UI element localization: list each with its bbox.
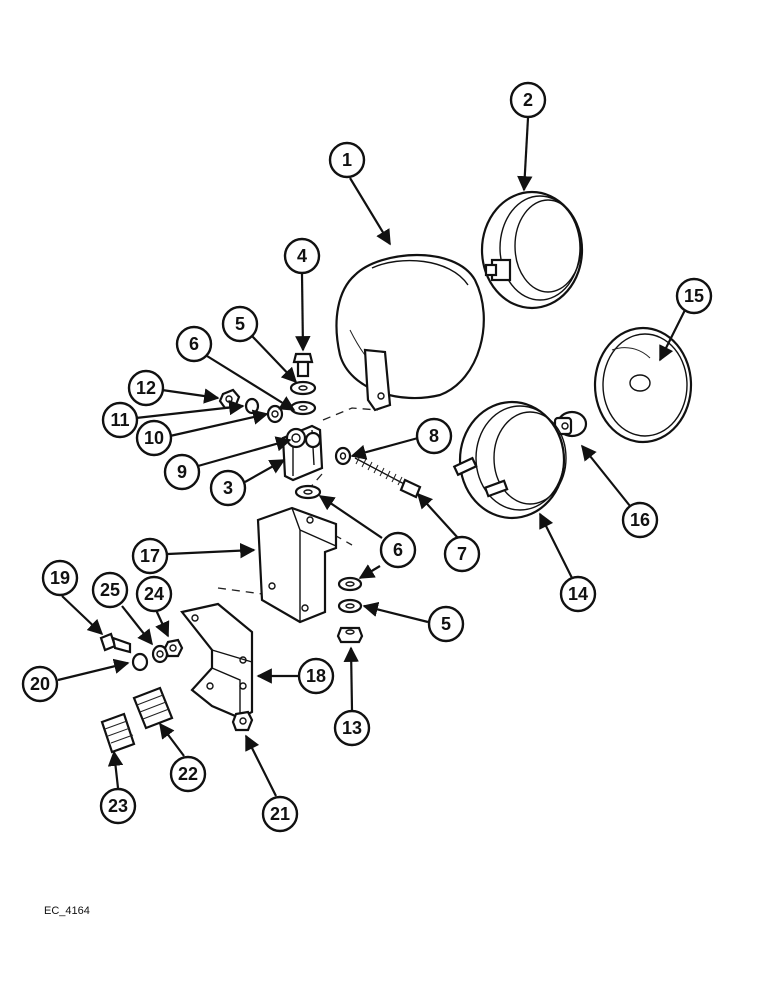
callout-17: 17 [131,537,169,575]
svg-text:17: 17 [140,546,160,566]
part-13-nut [336,626,364,644]
svg-text:5: 5 [235,314,245,334]
part-14-reflector [452,400,567,520]
callout-1: 1 [328,141,366,179]
callout-13: 13 [333,709,371,747]
svg-text:4: 4 [297,246,307,266]
part-21-nut [231,710,254,732]
callout-11: 11 [101,401,139,439]
callout-8: 8 [415,417,453,455]
part-11-lock-washer [244,397,260,415]
svg-text:1: 1 [342,150,352,170]
callout-6-lower: 6 [379,531,417,569]
callout-16: 16 [621,501,659,539]
callout-23: 23 [99,787,137,825]
svg-text:25: 25 [100,580,120,600]
part-2-lamp-rear-cover [480,190,584,310]
svg-text:13: 13 [342,718,362,738]
leader-lines [57,117,686,797]
callout-19: 19 [41,559,79,597]
callout-6-upper: 6 [175,325,213,363]
part-6-washer-upper [289,400,317,416]
callout-21: 21 [261,795,299,833]
callout-15: 15 [675,277,713,315]
part-20-washer [131,652,149,672]
part-19-screw [99,632,132,654]
part-24-nut [163,638,184,658]
part-17-angle-bracket [256,506,338,624]
part-8-washer [334,446,352,466]
callout-2: 2 [509,81,547,119]
callout-22: 22 [169,755,207,793]
part-1-lamp-housing [335,254,485,412]
callout-12: 12 [127,369,165,407]
callout-3: 3 [209,469,247,507]
svg-text:2: 2 [523,90,533,110]
part-23-spring [100,712,136,754]
part-5-washer-upper [289,380,317,396]
svg-text:20: 20 [30,674,50,694]
callout-9: 9 [163,453,201,491]
callout-25: 25 [91,571,129,609]
svg-text:19: 19 [50,568,70,588]
svg-text:6: 6 [393,540,403,560]
part-10-washer [266,404,284,424]
part-6-washer-lower-top [294,484,322,500]
part-5-washer-lower [337,598,363,614]
svg-text:10: 10 [144,428,164,448]
callout-20: 20 [21,665,59,703]
callout-18: 18 [297,657,335,695]
callout-5-upper: 5 [221,305,259,343]
svg-text:14: 14 [568,584,588,604]
part-15-lens [593,326,693,444]
svg-text:16: 16 [630,510,650,530]
callout-7: 7 [443,535,481,573]
svg-text:23: 23 [108,796,128,816]
drawing-code: EC_4164 [44,905,90,917]
callout-4: 4 [283,237,321,275]
callout-24: 24 [135,575,173,613]
svg-text:7: 7 [457,544,467,564]
part-6-washer-lower [337,576,363,592]
callout-14: 14 [559,575,597,613]
svg-text:8: 8 [429,426,439,446]
svg-text:6: 6 [189,334,199,354]
svg-text:15: 15 [684,286,704,306]
svg-text:11: 11 [110,410,129,430]
assembly-line-upper [322,407,379,421]
part-18-plate-bracket [180,602,254,720]
svg-text:12: 12 [136,378,156,398]
svg-text:5: 5 [441,614,451,634]
callout-10: 10 [135,419,173,457]
svg-text:18: 18 [306,666,326,686]
svg-text:22: 22 [178,764,198,784]
part-3-mounting-bracket [281,424,324,482]
part-7-bolt [354,455,422,499]
svg-text:9: 9 [177,462,187,482]
callout-5-lower: 5 [427,605,465,643]
part-22-spring [132,686,174,730]
part-4-screw [292,352,314,378]
part-12-nut [218,388,241,410]
svg-text:3: 3 [223,478,233,498]
svg-text:24: 24 [144,584,164,604]
svg-text:21: 21 [270,804,290,824]
